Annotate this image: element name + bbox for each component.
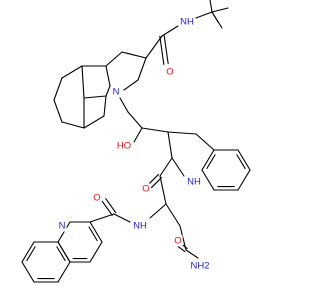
bond-carbonyl-o-mid bbox=[147, 173, 159, 185]
bond-carbonyl-o-left bbox=[105, 198, 117, 214]
bond-c-oh bbox=[133, 127, 143, 143]
atom-label-backdrop bbox=[173, 235, 183, 247]
bond-carbonyl-o-left bbox=[101, 200, 113, 216]
amide-nh-mid-label: NH bbox=[187, 177, 201, 188]
bond-ch-nh bbox=[149, 203, 167, 219]
amine-nh2-label: NH2 bbox=[190, 261, 209, 272]
bond-chain bbox=[159, 157, 173, 177]
bond-chain bbox=[141, 127, 169, 133]
bond-layer bbox=[21, 0, 251, 283]
bond-carbonyl-o-low bbox=[176, 244, 186, 253]
amide-nh-top-label: NH bbox=[180, 17, 194, 28]
bond-benzene bbox=[201, 169, 215, 191]
bond-nh-carbonyl bbox=[113, 213, 131, 223]
bond-tbutyl bbox=[209, 0, 213, 13]
amide-o-low-label: O bbox=[174, 236, 181, 247]
bond-benzene bbox=[201, 149, 215, 171]
bond-chain bbox=[159, 175, 167, 205]
amide-o-top-label: O bbox=[166, 67, 173, 78]
bond-chain bbox=[127, 111, 143, 129]
bond-quinoline-inner bbox=[88, 226, 98, 242]
bond-ring bbox=[53, 77, 63, 101]
bond-benzene bbox=[237, 149, 251, 171]
bond-benzene-inner bbox=[206, 154, 216, 170]
amide-nh-low-label: NH bbox=[133, 221, 147, 232]
bond-ring bbox=[103, 95, 107, 117]
bond-ring bbox=[105, 65, 111, 87]
bond-chain-nh bbox=[171, 157, 185, 177]
atom-label-backdrop bbox=[92, 192, 102, 204]
hydroxyl-label: HO bbox=[117, 141, 131, 152]
bond-ring bbox=[83, 115, 105, 129]
bond-ring bbox=[61, 121, 85, 129]
bond-ring bbox=[105, 85, 111, 97]
bond-tbutyl bbox=[211, 7, 229, 13]
bond-tbutyl bbox=[211, 11, 219, 23]
bond-quinoline bbox=[21, 261, 35, 283]
molecule-structure: NH O N HO O NH O N NH O NH2 bbox=[21, 0, 251, 283]
bond-benzyl bbox=[195, 133, 215, 151]
bond-ring bbox=[121, 51, 147, 59]
bond-benzene bbox=[237, 169, 251, 191]
bond-ring-carbonyl bbox=[145, 35, 163, 59]
atom-label-backdrop bbox=[57, 220, 67, 232]
amide-o-mid-label: O bbox=[142, 184, 149, 195]
atom-label-backdrop bbox=[141, 183, 151, 195]
bond-ring bbox=[123, 79, 139, 91]
bond-carbonyl-o-top bbox=[163, 35, 169, 65]
bond-ring bbox=[61, 65, 83, 79]
bond-chain bbox=[119, 97, 129, 113]
bond-benzene-inner bbox=[236, 154, 246, 170]
atom-label-layer: NH O N HO O NH O N NH O NH2 bbox=[57, 16, 211, 272]
bond-quinoline bbox=[89, 221, 103, 243]
bond-chain bbox=[179, 225, 187, 251]
bond-ring bbox=[105, 51, 123, 67]
bond-carbonyl-quinoline bbox=[89, 213, 115, 223]
atom-label-backdrop bbox=[165, 66, 175, 78]
quinoline-nitrogen-label: N bbox=[59, 221, 66, 232]
amide-o-left-label: O bbox=[93, 193, 100, 204]
bond-chain bbox=[165, 203, 181, 227]
atom-label-backdrop bbox=[111, 86, 121, 98]
bond-quinoline-inner bbox=[26, 246, 36, 262]
bond-quinoline bbox=[57, 241, 71, 263]
atom-label-backdrop bbox=[189, 260, 211, 272]
bond-ring bbox=[137, 57, 147, 81]
bond-ring bbox=[53, 99, 63, 123]
atom-label-backdrop bbox=[186, 176, 202, 188]
atom-label-backdrop bbox=[179, 16, 195, 28]
bond-quinoline bbox=[57, 261, 71, 283]
bond-quinoline-inner bbox=[56, 246, 66, 262]
bond-nh-tbutyl bbox=[195, 11, 213, 19]
atom-label-backdrop bbox=[115, 140, 133, 152]
bond-ring bbox=[83, 95, 107, 99]
bond-quinoline bbox=[89, 241, 103, 263]
bond-carbonyl-nh bbox=[161, 25, 179, 37]
bond-carbonyl-o-top bbox=[159, 35, 165, 65]
ring-nitrogen-label: N bbox=[113, 87, 120, 98]
bond-carbonyl-o-mid bbox=[151, 177, 163, 189]
bond-quinoline bbox=[21, 241, 35, 263]
bond-c-nh2 bbox=[185, 249, 199, 259]
bond-chain bbox=[167, 131, 173, 159]
bond-quinoline bbox=[57, 221, 71, 243]
bond-ring bbox=[81, 65, 85, 99]
atom-label-backdrop bbox=[132, 220, 148, 232]
bond-chain-benzyl bbox=[167, 131, 197, 135]
